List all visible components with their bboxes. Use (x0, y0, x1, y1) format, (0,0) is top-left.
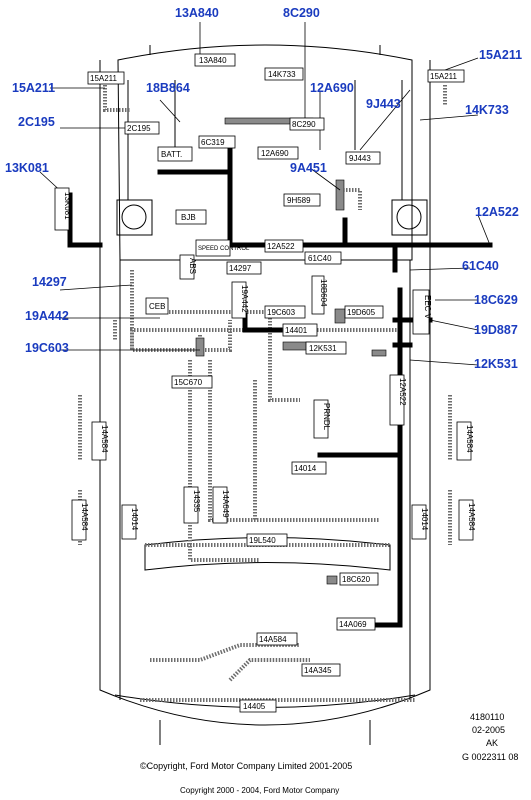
label-13a840: 13A840 (199, 56, 227, 65)
revision-date: 02-2005 (472, 725, 505, 735)
callouts: 13A840 8C290 15A211 15A211 18B864 12A690… (5, 6, 522, 371)
hatched-blocks (195, 117, 387, 585)
callout-19d887: 19D887 (474, 323, 518, 337)
label-batt: BATT. (161, 150, 182, 159)
label-14401: 14401 (285, 326, 308, 335)
label-14a345: 14A345 (304, 666, 332, 675)
label-18c620: 18C620 (342, 575, 371, 584)
label-ceb: CEB (149, 302, 165, 311)
component-labels: 13A840 14K733 15A211 15A211 2C195 8C290 … (54, 53, 476, 713)
label-19d605: 19D605 (347, 308, 376, 317)
label-13k081: 13K081 (63, 192, 72, 220)
label-14a584-left-lower: 14A584 (80, 503, 89, 531)
label-6c319: 6C319 (201, 138, 225, 147)
label-19l540: 19L540 (249, 536, 276, 545)
ref-number: 4180110 (470, 712, 504, 722)
callout-9j443: 9J443 (366, 97, 401, 111)
label-14a584-bottom: 14A584 (259, 635, 287, 644)
footer-meta: 4180110 02-2005 AK G 0022311 08 ©Copyrig… (140, 712, 518, 795)
label-14a069: 14A069 (339, 620, 367, 629)
label-8c290: 8C290 (292, 120, 316, 129)
label-9h589: 9H589 (287, 196, 311, 205)
label-19c603: 19C603 (267, 308, 296, 317)
callout-19c603: 19C603 (25, 341, 69, 355)
callout-18c629: 18C629 (474, 293, 518, 307)
label-14014-center: 14014 (294, 464, 317, 473)
label-speed-control: SPEED CONTROL (198, 246, 250, 252)
label-61c40: 61C40 (308, 254, 332, 263)
label-14014-right: 14014 (420, 508, 429, 531)
label-12a522: 12A522 (267, 242, 295, 251)
callout-8c290: 8C290 (283, 6, 320, 20)
label-14014-left: 14014 (130, 508, 139, 531)
label-19a442: 19A442 (240, 285, 249, 313)
callout-61c40: 61C40 (462, 259, 499, 273)
label-9j443: 9J443 (349, 154, 371, 163)
label-12a690: 12A690 (261, 149, 289, 158)
graphic-id: G 0022311 08 (462, 752, 518, 762)
callout-2c195: 2C195 (18, 115, 55, 129)
callout-19a442: 19A442 (25, 309, 69, 323)
callout-14297: 14297 (32, 275, 67, 289)
label-14405: 14405 (243, 702, 266, 711)
label-12k531: 12K531 (309, 344, 337, 353)
callout-9a451: 9A451 (290, 161, 327, 175)
label-14335: 14335 (192, 490, 201, 513)
callout-13a840: 13A840 (175, 6, 219, 20)
callout-15a211-right: 15A211 (479, 48, 522, 62)
callout-12a690: 12A690 (310, 81, 354, 95)
label-14297: 14297 (229, 264, 252, 273)
label-prndl: PRNDL (322, 403, 331, 431)
label-bjb: BJB (181, 213, 196, 222)
label-18b604: 18B604 (319, 279, 328, 307)
label-eec-v: EEC V (423, 295, 432, 320)
copyright-main: ©Copyright, Ford Motor Company Limited 2… (140, 761, 352, 771)
label-14a584-right: 14A584 (465, 425, 474, 453)
callout-18b864: 18B864 (146, 81, 190, 95)
label-14a649: 14A649 (221, 490, 230, 518)
label-15c670: 15C670 (174, 378, 203, 387)
label-14a584-left: 14A584 (100, 425, 109, 453)
label-12a522-vertical: 12A522 (398, 378, 407, 406)
label-abs: ABS (188, 258, 197, 274)
label-2c195: 2C195 (127, 124, 151, 133)
callout-12a522: 12A522 (475, 205, 519, 219)
revision-code: AK (486, 738, 498, 748)
copyright-sub: Copyright 2000 - 2004, Ford Motor Compan… (180, 786, 339, 795)
label-14k733: 14K733 (268, 70, 296, 79)
label-15a211-left: 15A211 (90, 74, 118, 83)
callout-12k531: 12K531 (474, 357, 518, 371)
callout-14k733: 14K733 (465, 103, 509, 117)
label-15a211-right: 15A211 (430, 72, 458, 81)
label-14a584-right-lower: 14A584 (467, 503, 476, 531)
callout-13k081: 13K081 (5, 161, 49, 175)
callout-15a211-left: 15A211 (12, 81, 55, 95)
